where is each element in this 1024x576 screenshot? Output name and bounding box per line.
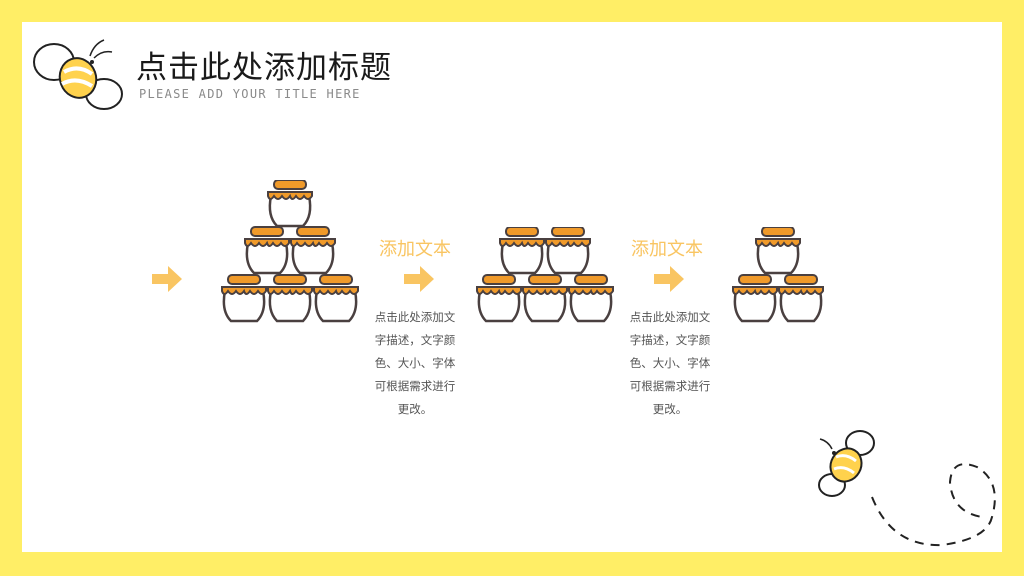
page-title: 点击此处添加标题 [136, 50, 392, 86]
honey-jar-group-2 [475, 227, 615, 323]
step-title: 添加文本 [379, 239, 451, 260]
page-subtitle: PLEASE ADD YOUR TITLE HERE [139, 87, 361, 101]
step-description: 点击此处添加文 字描述，文字颜 色、大小、字体 可根据需求进行 更改。 [374, 310, 456, 416]
step-description: 点击此处添加文 字描述，文字颜 色、大小、字体 可根据需求进行 更改。 [629, 310, 711, 416]
honey-jar-group-3 [731, 227, 825, 323]
slide-canvas: 点击此处添加标题 PLEASE ADD YOUR TITLE HERE 添加文本… [22, 22, 1002, 552]
arrow-right-icon [152, 266, 182, 292]
arrow-right-icon [404, 266, 434, 292]
bee-icon [33, 39, 123, 110]
arrow-right-icon [654, 266, 684, 292]
step-title: 添加文本 [631, 239, 703, 260]
bee-icon [818, 430, 996, 547]
honey-jar-group-1 [220, 180, 360, 323]
